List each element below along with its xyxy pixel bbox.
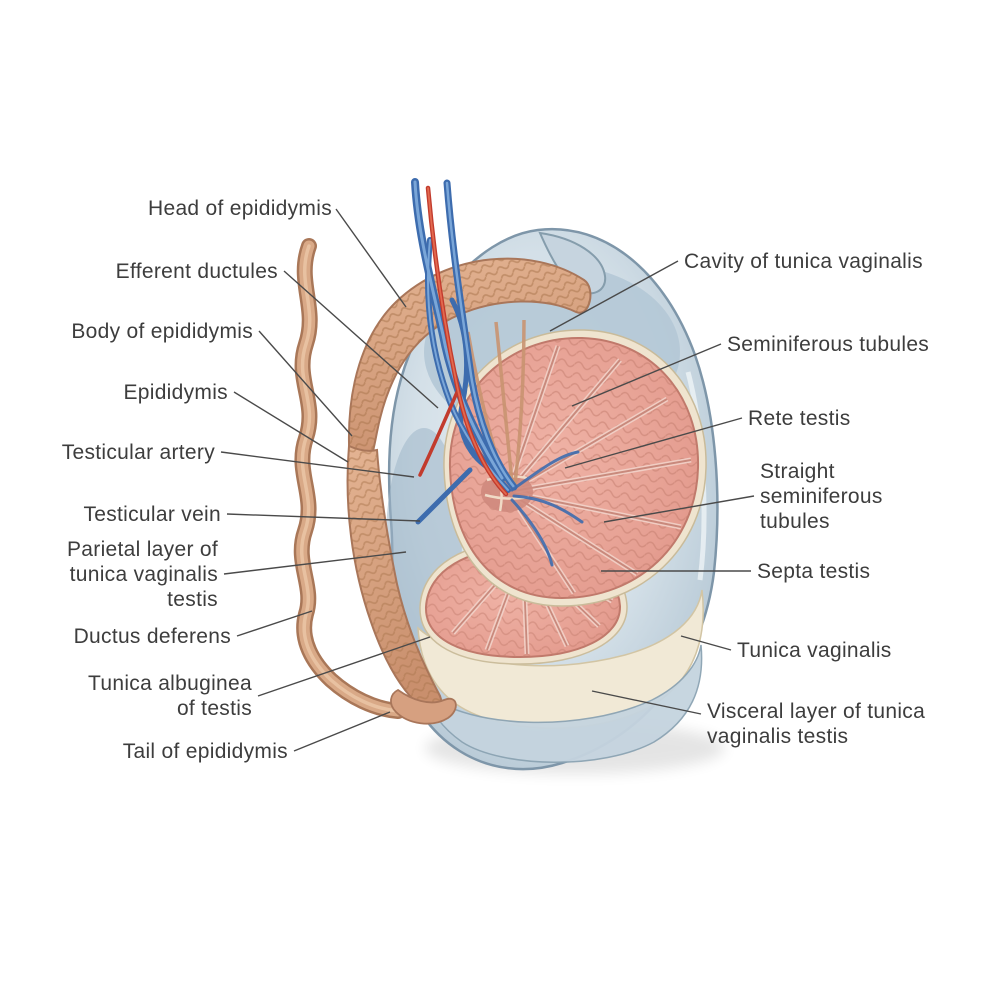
pampiniform-veins bbox=[411, 178, 584, 567]
leader-line-tail-of-epididymis bbox=[293, 711, 391, 752]
label-cavity-tunica-vaginalis: Cavity of tunica vaginalis bbox=[684, 250, 923, 273]
leader-line-rete-testis bbox=[564, 417, 743, 469]
leader-line-epididymis bbox=[233, 391, 349, 463]
label-epididymis: Epididymis bbox=[123, 381, 228, 404]
leader-line-testicular-artery bbox=[220, 451, 415, 478]
label-tail-of-epididymis: Tail of epididymis bbox=[122, 740, 288, 763]
label-ductus-deferens: Ductus deferens bbox=[73, 625, 231, 648]
leader-line-parietal-layer bbox=[223, 551, 407, 575]
label-seminiferous-tubules: Seminiferous tubules bbox=[727, 333, 930, 356]
label-body-of-epididymis: Body of epididymis bbox=[71, 320, 253, 343]
leader-line-seminiferous-tubules bbox=[571, 343, 722, 407]
label-tunica-vaginalis: Tunica vaginalis bbox=[737, 639, 892, 662]
leader-lines bbox=[220, 208, 755, 752]
leader-line-ductus-deferens bbox=[236, 610, 313, 637]
leader-line-efferent-ductules bbox=[283, 270, 439, 409]
leader-line-tunica-albuginea bbox=[257, 636, 431, 697]
leader-line-head-of-epididymis bbox=[335, 208, 407, 308]
epididymis-tail-shape bbox=[390, 688, 457, 725]
septa-lines bbox=[505, 345, 692, 595]
leader-line-testicular-vein bbox=[226, 513, 421, 522]
label-testicular-artery: Testicular artery bbox=[61, 441, 215, 464]
lower-membrane-band bbox=[426, 644, 703, 763]
main-lobule-section bbox=[443, 329, 707, 607]
label-visceral-layer: Visceral layer of tunica vaginalis testi… bbox=[707, 700, 926, 748]
label-rete-testis: Rete testis bbox=[748, 407, 851, 430]
label-testicular-vein: Testicular vein bbox=[83, 503, 221, 526]
epididymis-body-shape bbox=[346, 444, 443, 713]
leader-line-tunica-vaginalis bbox=[680, 635, 732, 651]
testicular-artery-vessel bbox=[418, 185, 509, 497]
label-straight-tubules: Straight seminiferous tubules bbox=[760, 460, 883, 533]
leader-line-straight-tubules bbox=[603, 495, 755, 523]
label-efferent-ductules: Efferent ductules bbox=[115, 260, 278, 283]
label-head-of-epididymis: Head of epididymis bbox=[148, 197, 332, 220]
leader-line-visceral-layer bbox=[591, 690, 702, 715]
label-tunica-albuginea: Tunica albuginea of testis bbox=[88, 672, 252, 720]
label-parietal-layer: Parietal layer of tunica vaginalis testi… bbox=[66, 538, 218, 611]
label-septa-testis: Septa testis bbox=[757, 560, 871, 583]
leader-line-cavity-tunica-vaginalis bbox=[549, 260, 679, 332]
leader-line-body-of-epididymis bbox=[258, 330, 353, 437]
